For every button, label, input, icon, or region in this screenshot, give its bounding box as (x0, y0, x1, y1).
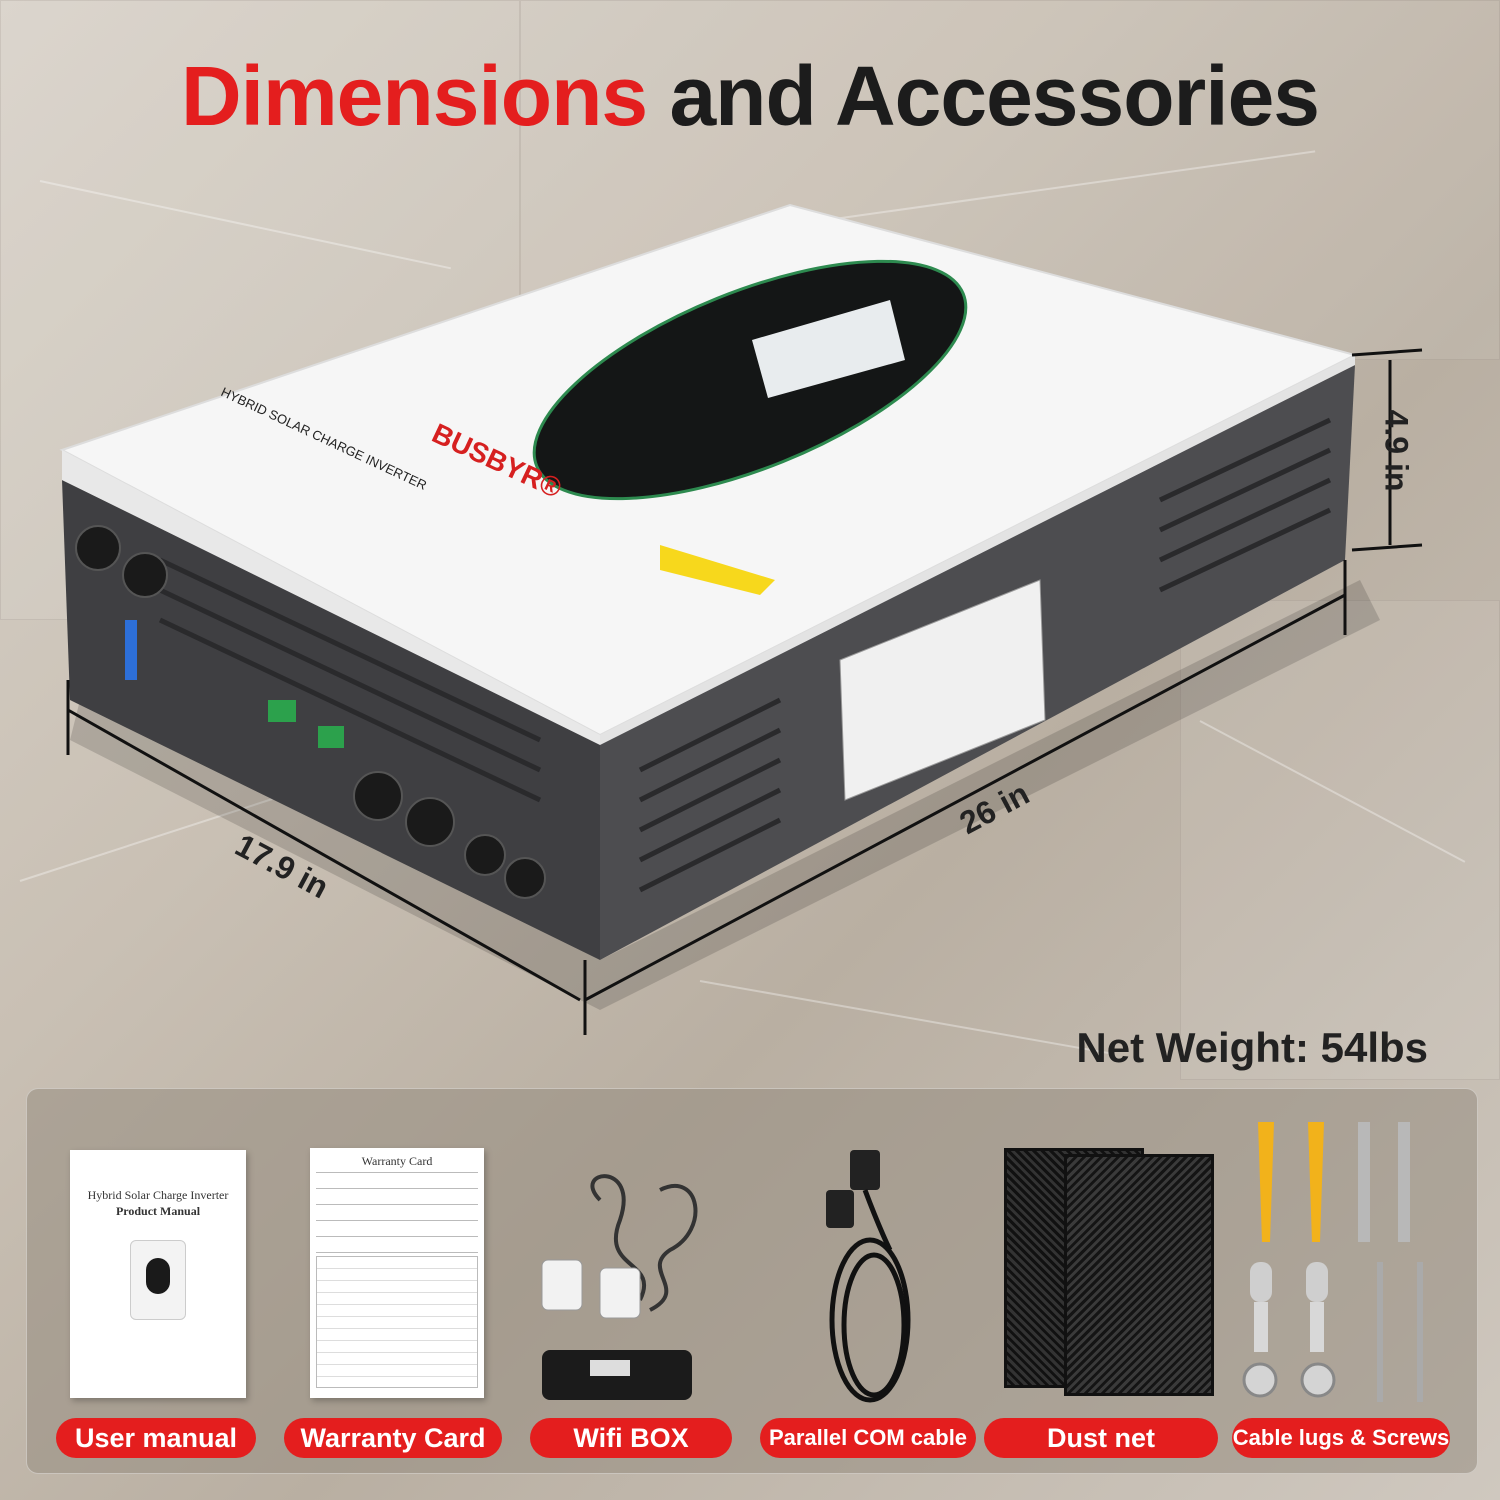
title-part-2: and Accessories (669, 49, 1320, 143)
manual-subtitle: Product Manual (115, 1204, 201, 1218)
accessories-panel (26, 1088, 1478, 1474)
accessory-label-cable-lugs-screws: Cable lugs & Screws (1232, 1418, 1450, 1458)
manual-title: Hybrid Solar Charge Inverter (87, 1188, 229, 1202)
screws-icon (1242, 1122, 1423, 1402)
accessory-label-parallel-com-cable: Parallel COM cable (760, 1418, 976, 1458)
title-part-1: Dimensions (180, 49, 648, 143)
page-title: Dimensions and Accessories (0, 48, 1500, 145)
net-weight: Net Weight: 54lbs (1076, 1024, 1428, 1071)
warranty-title: Warranty Card (361, 1154, 433, 1168)
dust-net-icon (1004, 1148, 1216, 1396)
inverter-illustration: BUSBYR® HYBRID SOLAR CHARGE INVERTER (59, 203, 1423, 1035)
accessory-label-dust-net: Dust net (984, 1418, 1218, 1458)
height-dimension: 4.9 in (1378, 409, 1415, 492)
accessory-label-wifi-box: Wifi BOX (530, 1418, 732, 1458)
accessory-label-user-manual: User manual (56, 1418, 256, 1458)
manual-icon: Hybrid Solar Charge Inverter Product Man… (70, 1150, 246, 1398)
warranty-card-icon: Warranty Card (310, 1148, 484, 1398)
wifi-box-icon (541, 1174, 698, 1400)
cable-icon (826, 1150, 911, 1403)
accessory-label-warranty-card: Warranty Card (284, 1418, 502, 1458)
